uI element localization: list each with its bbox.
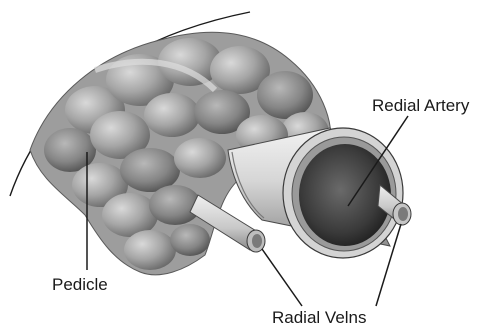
pedicle-label: Pedicle: [52, 276, 108, 293]
radial-veins-label: Radial Velns: [272, 309, 367, 326]
radial-artery-label: Redial Artery: [372, 97, 469, 114]
vein-leader-line-left: [262, 249, 302, 306]
